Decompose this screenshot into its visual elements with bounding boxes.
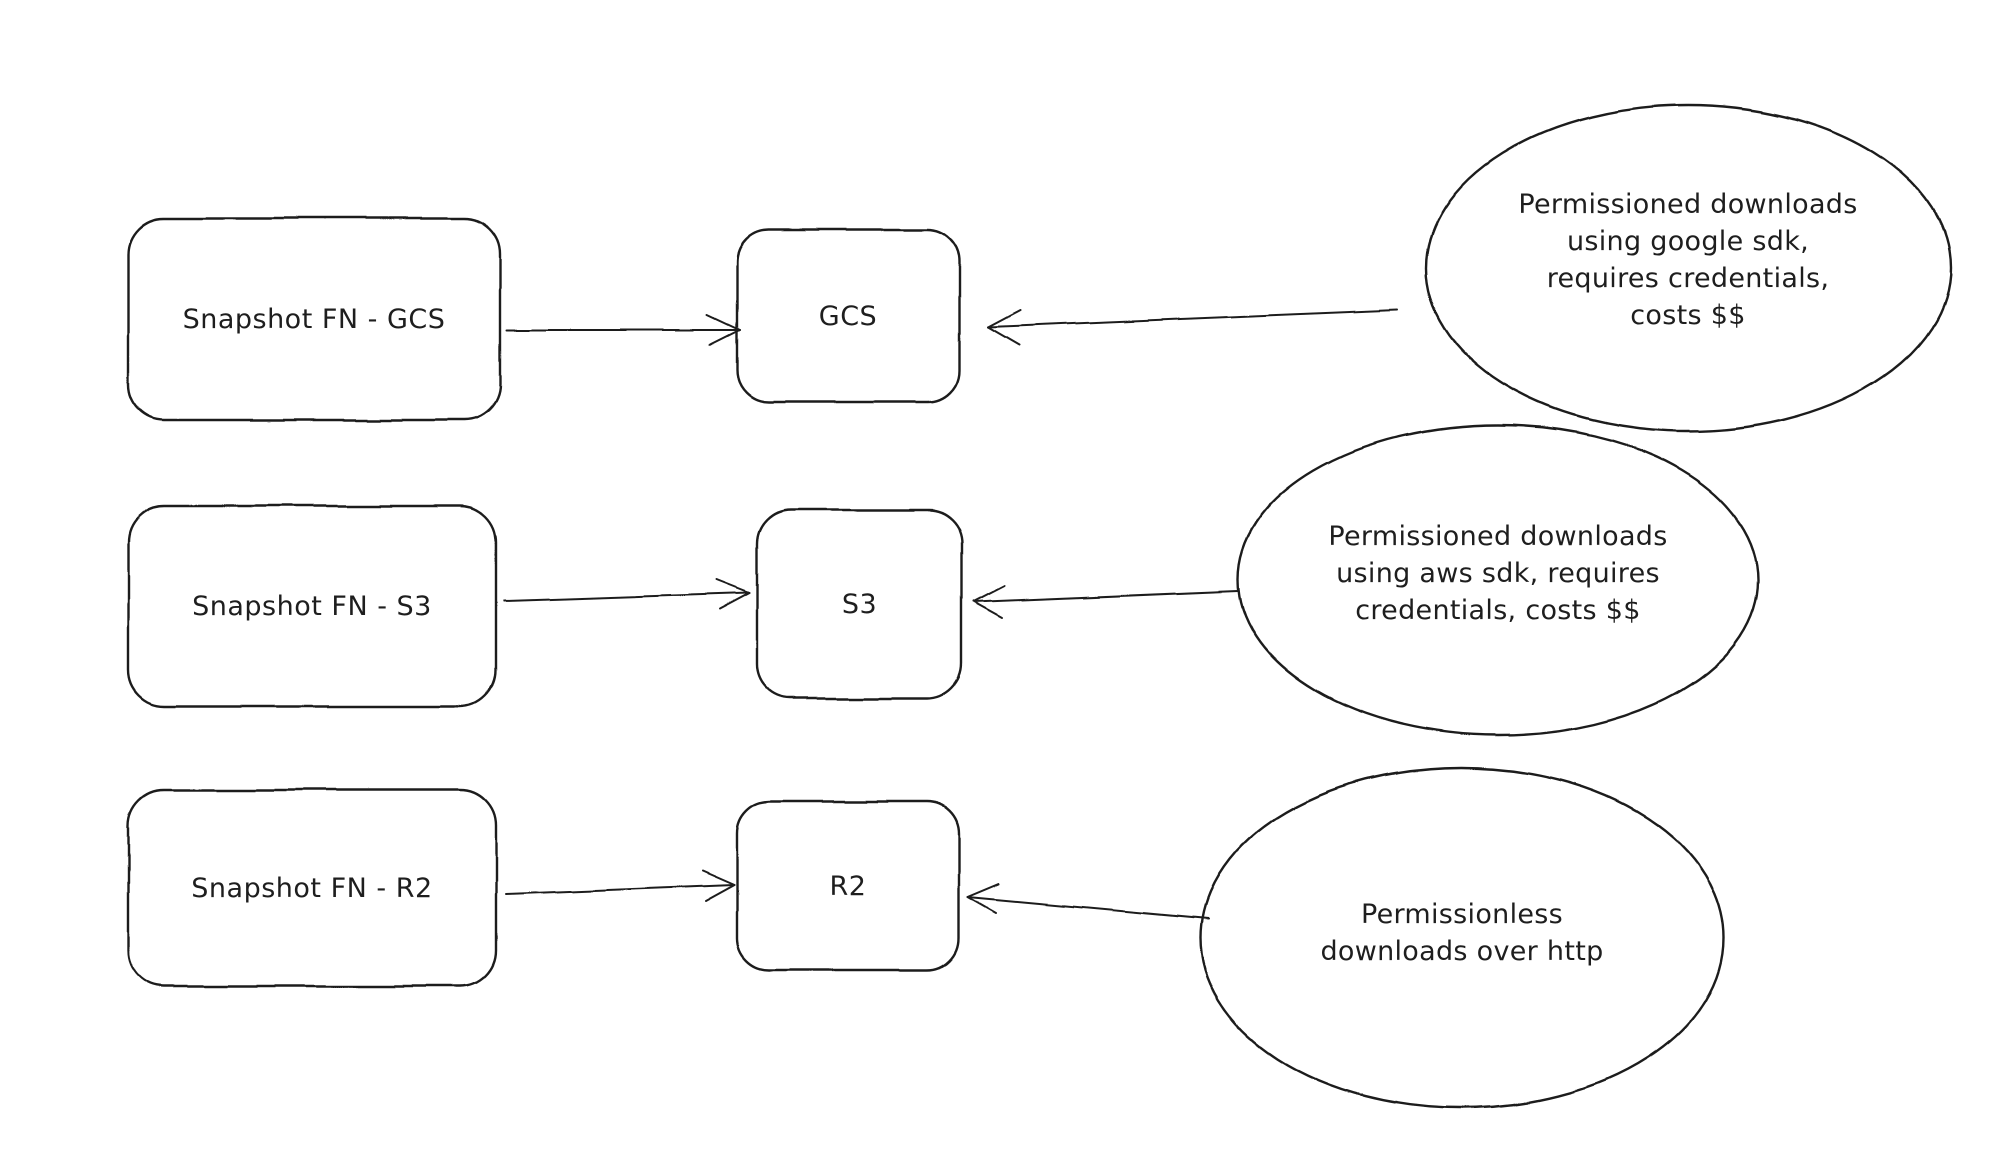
target-box-s3-shape xyxy=(755,508,964,700)
note-ellipse-s3-shape xyxy=(1236,423,1760,737)
source-box-r2-shape xyxy=(126,788,498,988)
source-box-gcs-shape xyxy=(126,216,502,422)
source-box-s3-shape xyxy=(126,504,498,708)
arrow-note-to-s3 xyxy=(973,585,1239,619)
arrow-source-to-s3 xyxy=(503,579,750,610)
arrow-source-to-gcs xyxy=(505,314,741,346)
arrow-note-to-r2 xyxy=(967,883,1209,920)
target-box-r2-shape xyxy=(735,800,961,972)
note-ellipse-r2-shape xyxy=(1198,766,1726,1110)
target-box-gcs-shape xyxy=(735,228,961,404)
note-ellipse-gcs-shape xyxy=(1424,103,1952,433)
arrow-source-to-r2 xyxy=(505,870,735,902)
arrow-note-to-gcs xyxy=(987,309,1399,346)
